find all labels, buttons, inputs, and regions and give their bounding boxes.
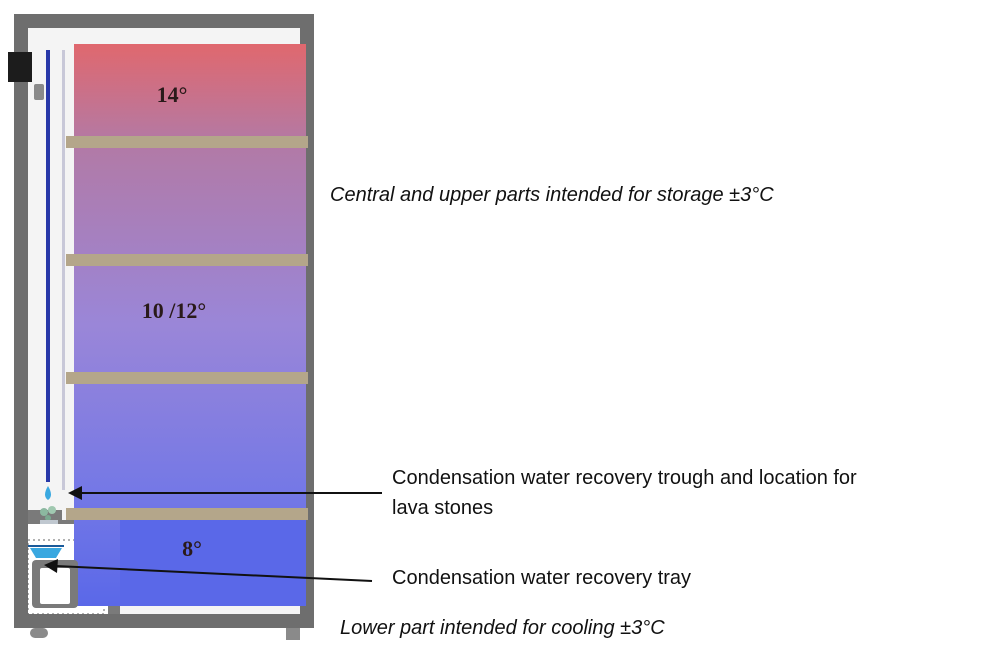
tray-arrow <box>44 559 373 582</box>
shelf <box>66 136 308 148</box>
trough-caption-line2: lava stones <box>392 497 494 519</box>
cold-pipe <box>46 50 50 482</box>
water-droplet-icon <box>45 486 51 500</box>
shelf <box>66 508 308 520</box>
cabinet-foot <box>286 628 300 640</box>
cabinet-bottom-wall <box>14 614 314 628</box>
cabinet-top-wall <box>14 14 314 28</box>
lava-stone <box>45 515 51 521</box>
tray-caption: Condensation water recovery tray <box>392 567 692 589</box>
recovery-tray-icon <box>30 548 62 558</box>
temperature-middle: 10 /12° <box>142 298 206 323</box>
trough-arrow-head <box>68 486 82 500</box>
trough-arrow <box>68 486 382 500</box>
compressor-window <box>40 568 70 604</box>
temperature-lower: 8° <box>182 536 202 561</box>
shelf <box>66 254 308 266</box>
temperature-upper: 14° <box>157 82 188 107</box>
cabinet-foot <box>30 628 48 638</box>
shelf <box>66 372 308 384</box>
lower-cooling-zone <box>120 520 306 606</box>
lava-stone <box>40 508 48 516</box>
cabinet-left-wall <box>14 14 28 628</box>
back-panel-line <box>62 50 65 490</box>
trough-caption-line1: Condensation water recovery trough and l… <box>392 467 857 489</box>
tray-arrow-line <box>55 565 373 582</box>
tray-arrow-head <box>44 559 58 573</box>
recovery-trough <box>40 520 58 524</box>
storage-caption: Central and upper parts intended for sto… <box>330 184 774 206</box>
lava-stone <box>48 506 56 514</box>
cooling-caption: Lower part intended for cooling ±3°C <box>340 617 665 639</box>
door-latch <box>34 84 44 100</box>
door-hinge <box>8 52 32 82</box>
